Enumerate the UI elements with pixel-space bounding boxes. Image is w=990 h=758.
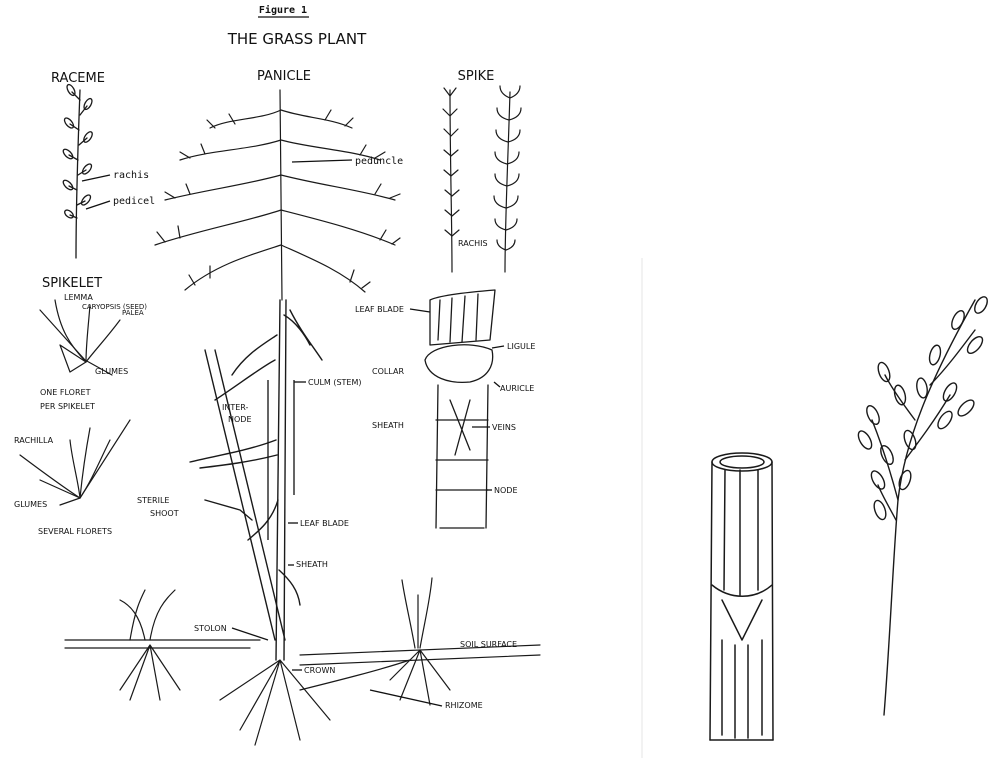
lemma-label: LEMMA [64, 293, 93, 302]
pedicel-label: pedicel [113, 196, 155, 207]
rhizome-label: RHIZOME [445, 701, 483, 710]
spike-heading: SPIKE [458, 69, 495, 84]
collar-detail-drawing [425, 290, 495, 528]
peduncle-leader [292, 160, 352, 162]
glumes-bottom-label: GLUMES [14, 500, 47, 509]
auricle-label: AURICLE [500, 384, 534, 393]
sheath-right-label: SHEATH [372, 421, 404, 430]
soil-surface-label: SOIL SURFACE [460, 640, 517, 649]
panicle-heading: PANICLE [257, 69, 311, 84]
several-florets-label: SEVERAL FLORETS [38, 527, 112, 536]
spikelet-one-floret-drawing [40, 300, 120, 375]
culm-drawing [190, 300, 322, 660]
raceme-drawing [62, 83, 94, 258]
sterile-shoot-label-2: SHOOT [150, 509, 179, 518]
one-floret-label-1: ONE FLORET [40, 388, 91, 397]
rachilla-label: RACHILLA [14, 436, 54, 445]
sheath-mid-label: SHEATH [296, 560, 328, 569]
culm-label: CULM (STEM) [308, 378, 362, 387]
stolon-label: STOLON [194, 624, 227, 633]
figure-number: Figure 1 [259, 4, 307, 16]
stem-cross-section-drawing [710, 453, 773, 740]
rachis-label: rachis [113, 170, 149, 181]
internode-label-1: INTER- [222, 403, 249, 412]
veins-label: VEINS [492, 423, 516, 432]
palea-label: PALEA [122, 309, 144, 317]
one-floret-label-2: PER SPIKELET [40, 402, 95, 411]
sterile-shoot-label-1: STERILE [137, 496, 169, 505]
crown-label: CROWN [304, 666, 335, 675]
panicle-drawing [155, 90, 400, 300]
node-label: NODE [494, 486, 518, 495]
soil-and-roots-drawing [65, 578, 540, 745]
glumes-top-label: GLUMES [95, 367, 128, 376]
internode-label-2: NODE [228, 415, 252, 424]
spikelet-heading: SPIKELET [42, 276, 102, 291]
stolon-leader [232, 628, 268, 640]
ligule-label: LIGULE [507, 342, 535, 351]
spikelet-several-florets-drawing [20, 420, 130, 505]
ligule-leader [492, 346, 504, 348]
raceme-heading: RACEME [51, 71, 105, 86]
leaf-blade-top-leader [410, 309, 430, 312]
rhizome-leader [370, 690, 442, 706]
collar-label: COLLAR [372, 367, 404, 376]
leaf-blade-mid-label: LEAF BLADE [300, 519, 349, 528]
spike-rachis-label: RACHIS [458, 239, 488, 248]
figure-title: THE GRASS PLANT [227, 30, 367, 48]
rachis-leader [82, 175, 110, 181]
peduncle-label: peduncle [355, 156, 403, 167]
pedicel-leader [86, 201, 110, 209]
leaf-blade-top-label: LEAF BLADE [355, 305, 404, 314]
flowering-panicle-drawing [856, 295, 990, 715]
